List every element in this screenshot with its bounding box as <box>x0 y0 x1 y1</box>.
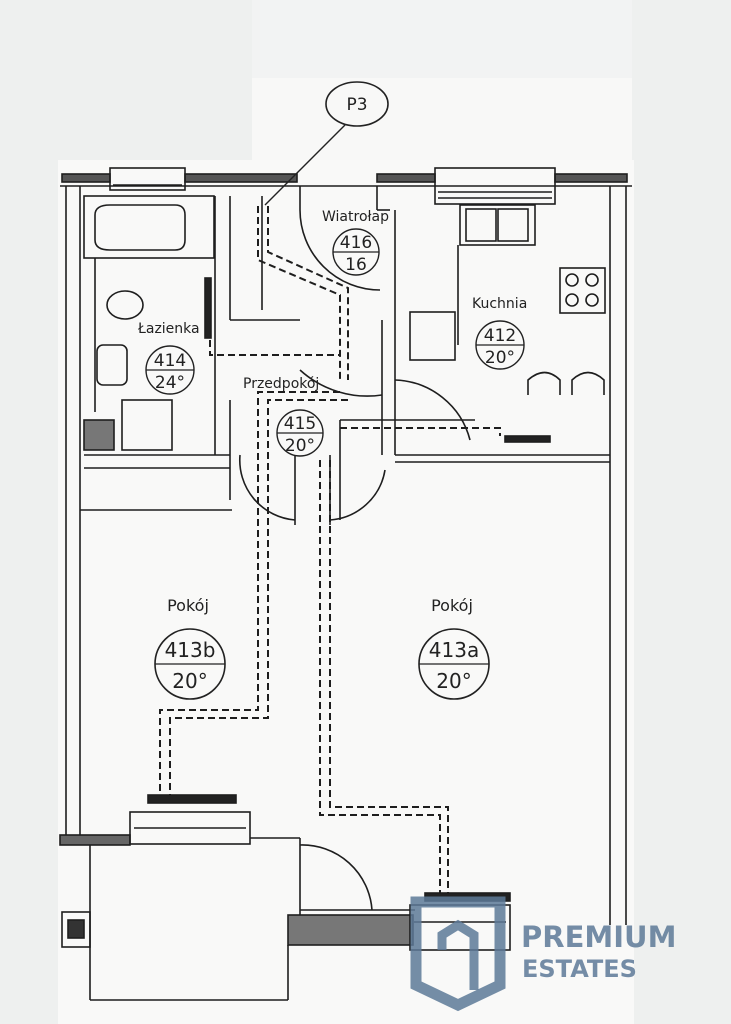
room-temperature: 16 <box>345 255 367 275</box>
premium-estates-logo: PREMIUM ESTATES <box>410 896 676 1012</box>
paper-top-strip <box>252 78 632 168</box>
p3-marker: P3 <box>264 81 389 206</box>
room-temperature: 20° <box>285 436 315 456</box>
room-number: 415 <box>284 414 316 434</box>
room-pokoj-413a: Pokój 413a 20° <box>418 596 490 700</box>
paper-top <box>252 0 632 78</box>
paper-main <box>58 160 634 1024</box>
room-pokoj-413b: Pokój 413b 20° <box>154 596 226 700</box>
room-temperature: 20° <box>172 669 207 693</box>
room-name: Wiatrołap <box>322 209 389 225</box>
pipe-runs <box>159 206 501 893</box>
walls <box>59 167 632 1001</box>
room-number: 413a <box>429 638 479 662</box>
room-temperature: 20° <box>485 348 515 368</box>
shield-icon <box>410 896 506 1012</box>
p3-label: P3 <box>346 95 367 115</box>
room-name: Pokój <box>431 596 473 615</box>
room-name: Przedpokój <box>243 376 319 392</box>
room-wiatrolap: Wiatrołap 416 16 <box>322 209 389 276</box>
logo-line2: ESTATES <box>522 955 637 983</box>
room-temperature: 20° <box>436 669 471 693</box>
room-name: Pokój <box>167 596 209 615</box>
room-przedpokoj: Przedpokój 415 20° <box>243 376 324 457</box>
room-lazienka: Łazienka 414 24° <box>137 321 200 395</box>
room-name: Łazienka <box>137 321 200 337</box>
room-number: 412 <box>484 326 516 346</box>
room-number: 414 <box>154 351 186 371</box>
room-kuchnia: Kuchnia 412 20° <box>472 296 527 370</box>
room-number: 416 <box>340 233 372 253</box>
logo-line1: PREMIUM <box>521 920 676 954</box>
room-temperature: 24° <box>155 373 185 393</box>
room-number: 413b <box>165 638 216 662</box>
room-name: Kuchnia <box>472 296 527 312</box>
